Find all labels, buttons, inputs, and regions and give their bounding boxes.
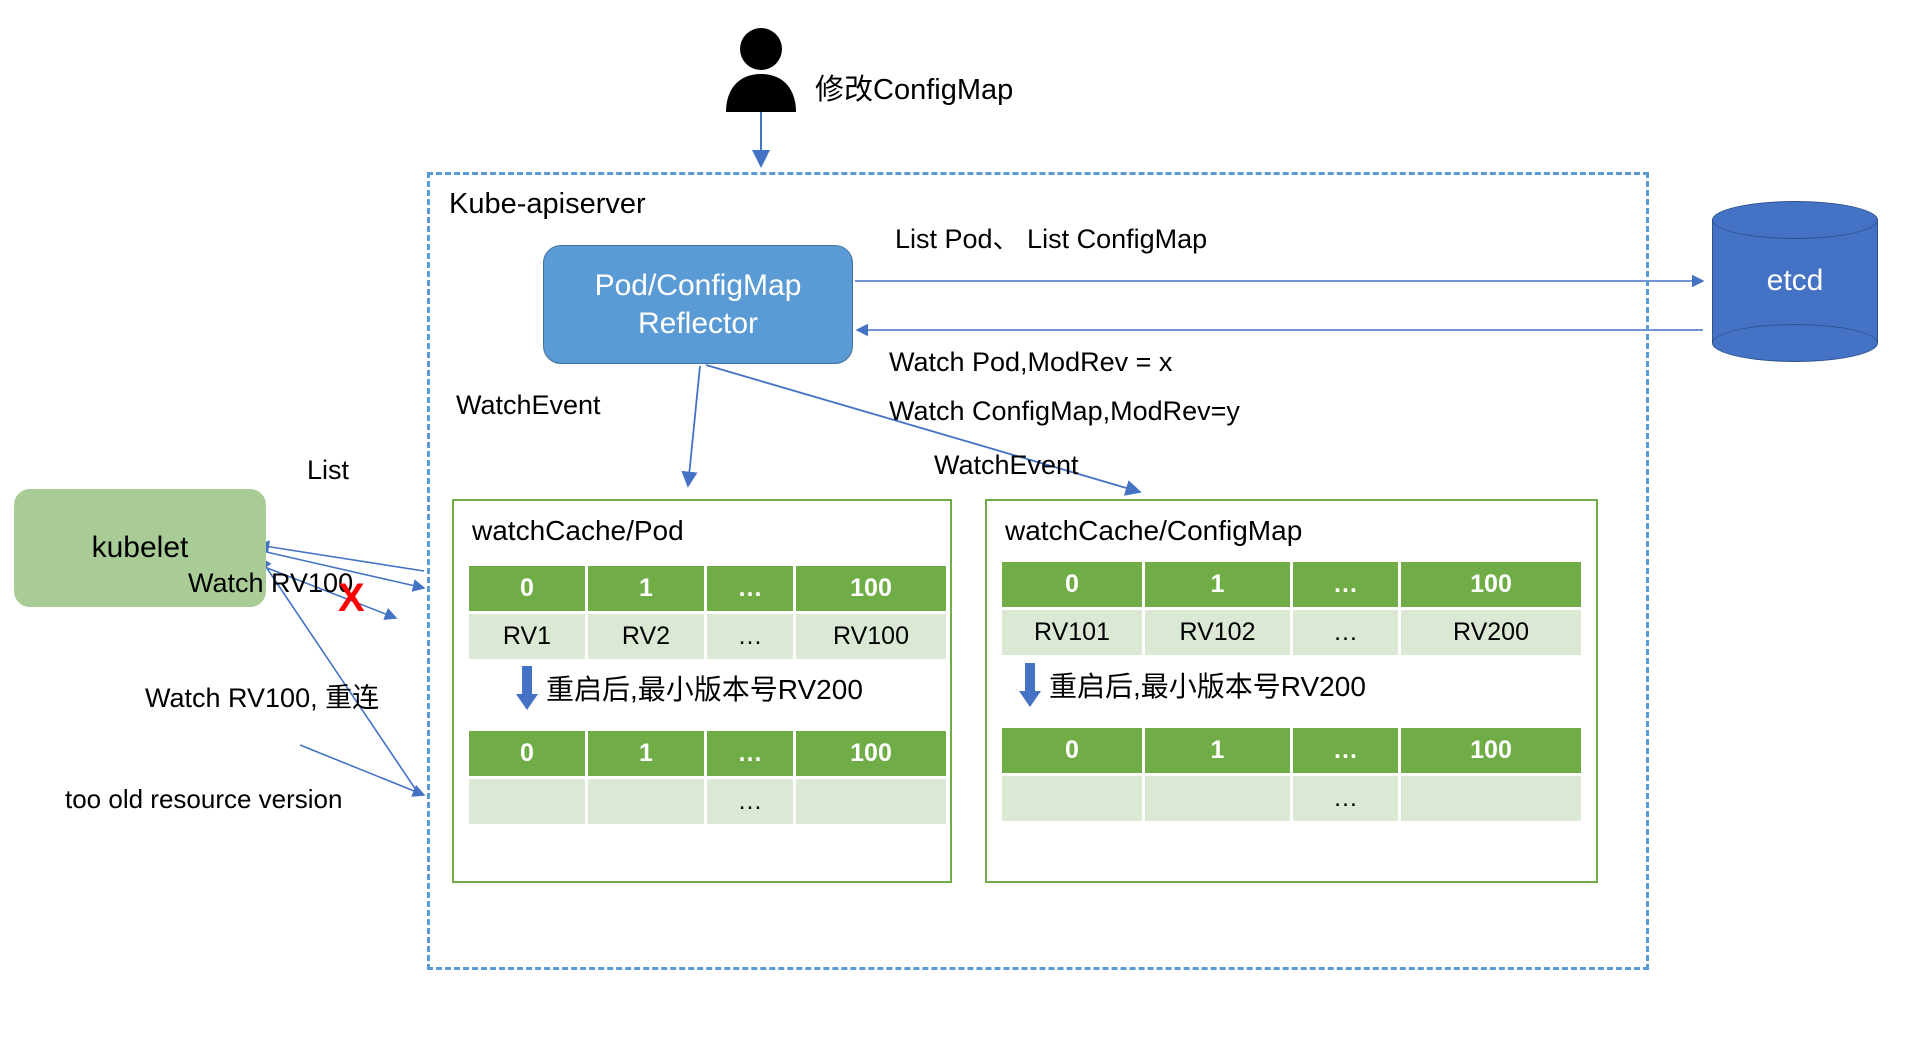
cell-index-1: 1	[588, 566, 704, 611]
edge-label-watch-rv100: Watch RV100	[188, 568, 354, 598]
table-row-values: RV101 RV102 … RV200	[1002, 610, 1581, 655]
edge-label-watch-configmap-modrev: Watch ConfigMap,ModRev=y	[889, 396, 1240, 426]
edge-label-list-pod-configmap: List Pod、 List ConfigMap	[895, 224, 1208, 254]
cell-value-0: RV101	[1002, 610, 1142, 655]
watch-cache-pod-restart-text: 重启后,最小版本号RV200	[546, 674, 863, 705]
table-row-header: 0 1 … 100	[1002, 562, 1581, 607]
watch-cache-pod-panel: watchCache/Pod 0 1 … 100 RV1 RV2 … RV100	[452, 499, 952, 883]
watch-cache-configmap-table-after: 0 1 … 100 …	[999, 725, 1584, 824]
etcd-cylinder-body	[1712, 219, 1878, 343]
table-row-header: 0 1 … 100	[469, 566, 946, 611]
cell-index-100: 100	[1401, 728, 1581, 773]
cell-index-1: 1	[1145, 728, 1290, 773]
reflector-line-1: Pod/ConfigMap	[594, 269, 802, 302]
watch-failed-x-icon: X	[338, 576, 365, 620]
cell-index-0: 0	[469, 731, 585, 776]
etcd-node[interactable]: etcd	[1712, 201, 1878, 362]
kube-apiserver-boundary	[427, 172, 1649, 970]
cell-value-1	[1145, 776, 1290, 821]
etcd-label: etcd	[1766, 264, 1824, 297]
cell-value-100: RV100	[796, 614, 946, 659]
cell-value-0	[1002, 776, 1142, 821]
edge-label-too-old-resource-version: too old resource version	[65, 784, 343, 814]
table-row-values: RV1 RV2 … RV100	[469, 614, 946, 659]
pod-configmap-reflector-node[interactable]: Pod/ConfigMap Reflector	[543, 245, 853, 364]
edge-label-watch-event-left: WatchEvent	[456, 390, 601, 420]
cell-value-1: RV2	[588, 614, 704, 659]
edge-label-watch-event-right: WatchEvent	[934, 450, 1079, 480]
watch-cache-configmap-restart-note: 重启后,最小版本号RV200	[1019, 663, 1366, 707]
etcd-cylinder-top	[1712, 201, 1878, 239]
cell-index-1: 1	[588, 731, 704, 776]
edge-label-watch-pod-modrev: Watch Pod,ModRev = x	[889, 347, 1173, 377]
cell-value-ellipsis: …	[707, 614, 793, 659]
watch-cache-configmap-table-before: 0 1 … 100 RV101 RV102 … RV200	[999, 559, 1584, 658]
user-action-label: 修改ConfigMap	[815, 74, 1014, 106]
table-row-header: 0 1 … 100	[1002, 728, 1581, 773]
cell-index-ellipsis: …	[707, 731, 793, 776]
watch-cache-pod-restart-note: 重启后,最小版本号RV200	[516, 666, 863, 710]
watch-cache-configmap-restart-text: 重启后,最小版本号RV200	[1049, 671, 1366, 702]
cell-value-1: RV102	[1145, 610, 1290, 655]
cell-index-100: 100	[796, 731, 946, 776]
cell-index-0: 0	[1002, 728, 1142, 773]
cell-value-ellipsis: …	[707, 779, 793, 824]
down-arrow-icon	[516, 666, 538, 710]
table-row-values: …	[1002, 776, 1581, 821]
watch-cache-configmap-title: watchCache/ConfigMap	[1005, 515, 1303, 546]
cell-value-ellipsis: …	[1293, 776, 1398, 821]
table-row-values: …	[469, 779, 946, 824]
cell-value-100	[796, 779, 946, 824]
cell-index-100: 100	[1401, 562, 1581, 607]
cell-value-0	[469, 779, 585, 824]
watch-cache-configmap-panel: watchCache/ConfigMap 0 1 … 100 RV101 RV1…	[985, 499, 1598, 883]
edge-label-list: List	[307, 455, 350, 485]
cell-value-1	[588, 779, 704, 824]
cell-index-ellipsis: …	[1293, 562, 1398, 607]
cell-index-0: 0	[1002, 562, 1142, 607]
table-row-header: 0 1 … 100	[469, 731, 946, 776]
kubelet-node[interactable]: kubelet	[14, 489, 266, 607]
cell-index-ellipsis: …	[707, 566, 793, 611]
cell-value-100	[1401, 776, 1581, 821]
cell-value-100: RV200	[1401, 610, 1581, 655]
cell-index-100: 100	[796, 566, 946, 611]
watch-cache-pod-table-before: 0 1 … 100 RV1 RV2 … RV100	[466, 563, 949, 662]
cell-value-ellipsis: …	[1293, 610, 1398, 655]
person-icon	[718, 28, 804, 112]
cell-value-0: RV1	[469, 614, 585, 659]
cell-index-1: 1	[1145, 562, 1290, 607]
kube-apiserver-title: Kube-apiserver	[449, 188, 646, 220]
cell-index-ellipsis: …	[1293, 728, 1398, 773]
watch-cache-pod-title: watchCache/Pod	[472, 515, 684, 546]
cell-index-0: 0	[469, 566, 585, 611]
etcd-cylinder-bottom	[1712, 324, 1878, 362]
watch-cache-pod-table-after: 0 1 … 100 …	[466, 728, 949, 827]
edge-label-watch-rv100-reconnect: Watch RV100, 重连	[145, 683, 380, 713]
kubelet-label: kubelet	[91, 531, 189, 564]
down-arrow-icon	[1019, 663, 1041, 707]
reflector-line-2: Reflector	[637, 306, 759, 340]
